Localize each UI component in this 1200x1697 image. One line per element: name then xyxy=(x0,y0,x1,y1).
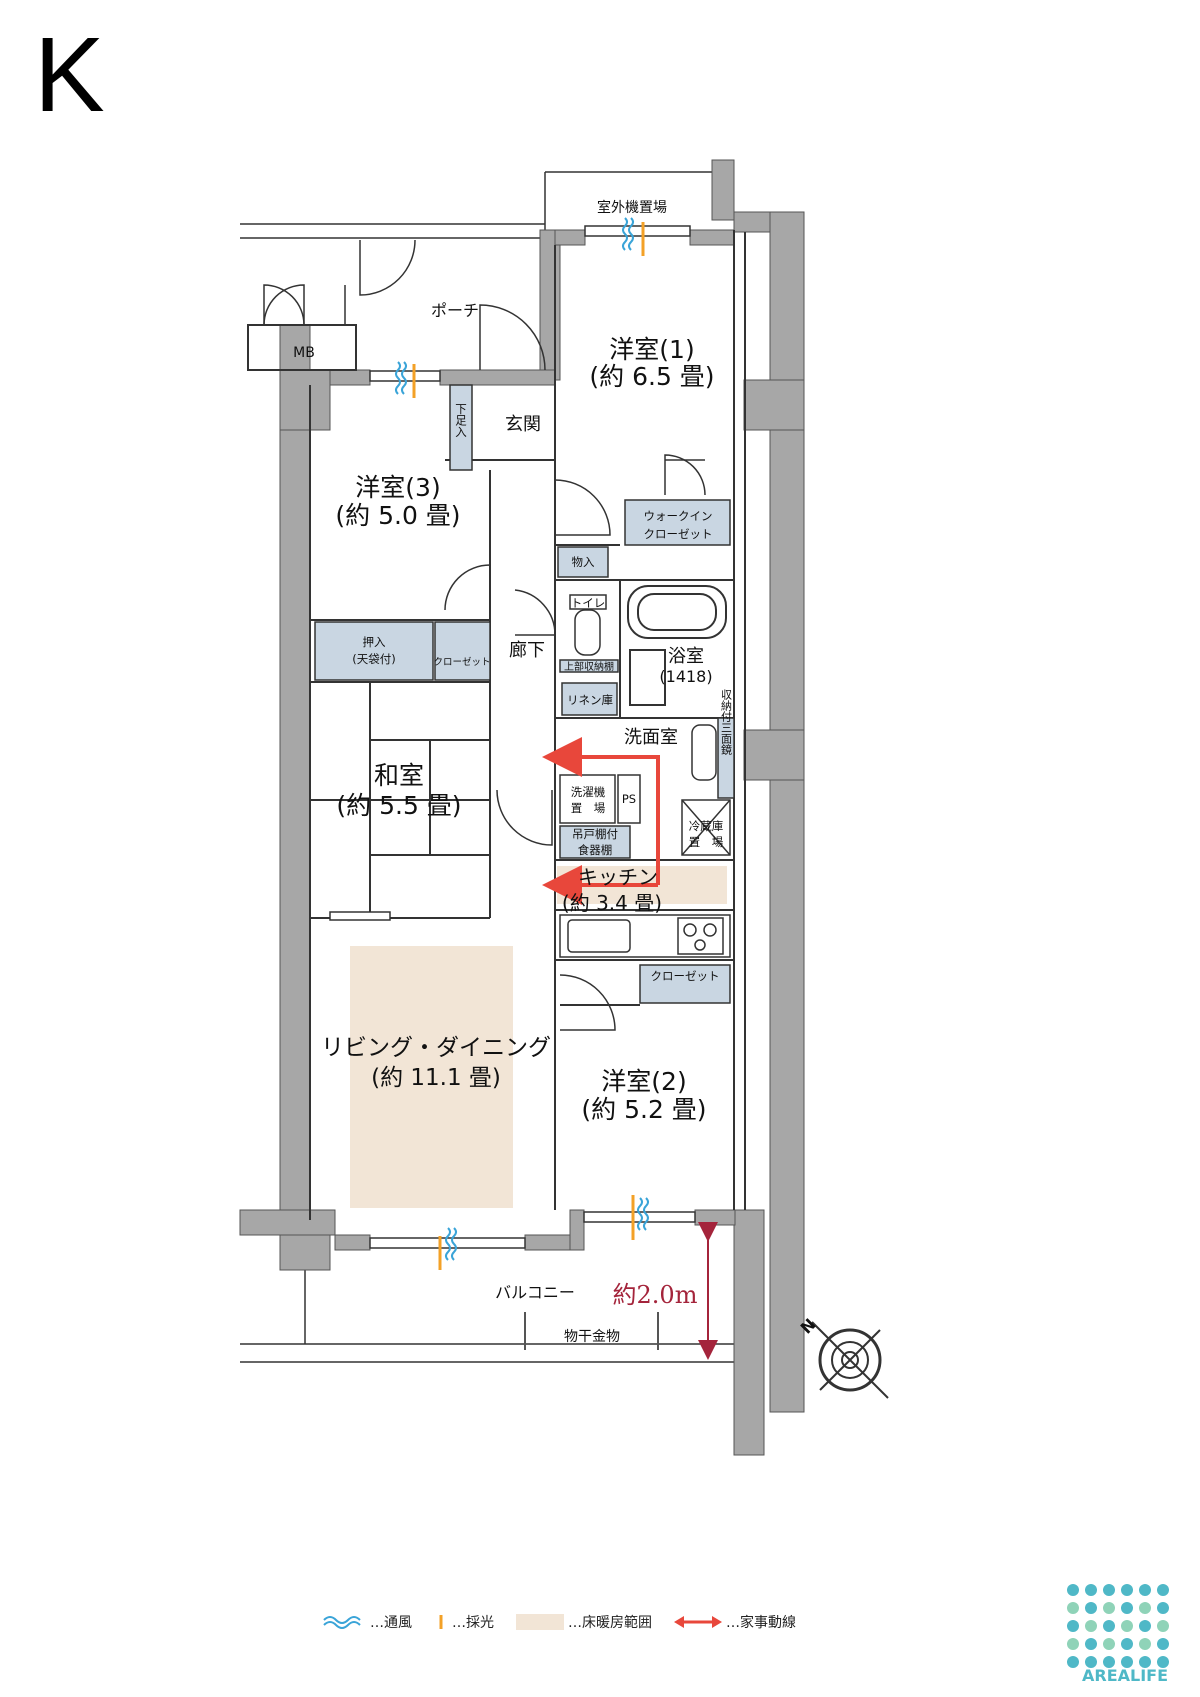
oshiire-label-2: (天袋付) xyxy=(352,652,395,666)
outdoor-unit-label: 室外機置場 xyxy=(597,199,667,216)
hallway-label: 廊下 xyxy=(509,640,545,661)
legend: …通風 …採光 …床暖房範囲 …家事動線 xyxy=(322,1612,796,1632)
entrance-label: 玄関 xyxy=(505,414,541,435)
corridor-rail xyxy=(240,171,740,1363)
western2-size: (約 5.2 畳) xyxy=(581,1095,706,1124)
balcony-label: バルコニー xyxy=(495,1283,575,1302)
bath-name: 浴室 xyxy=(668,646,704,667)
closet-japanese-label: クローゼット xyxy=(433,656,490,668)
fridge-label-2: 置 場 xyxy=(689,835,724,849)
toilet-shelf-label: 上部収納棚 xyxy=(564,660,614,673)
oshiire-label-1: 押入 xyxy=(363,635,386,649)
storage-label: 物入 xyxy=(572,555,595,569)
legend-housework: …家事動線 xyxy=(674,1612,796,1632)
kitchen-size: (約 3.4 畳) xyxy=(562,891,662,915)
closet2-label: クローゼット xyxy=(651,969,720,983)
cupboard-label-2: 食器棚 xyxy=(578,843,613,857)
walkin-label-2: クローゼット xyxy=(644,527,713,541)
legend-floor-heating-text: …床暖房範囲 xyxy=(568,1615,652,1631)
legend-housework-text: …家事動線 xyxy=(726,1615,796,1631)
clothes-rack-label: 物干金物 xyxy=(564,1329,620,1345)
ps-label: PS xyxy=(622,792,636,806)
legend-lighting: …採光 xyxy=(434,1612,494,1632)
washbasin xyxy=(691,724,717,781)
toilet-fixture xyxy=(569,594,607,656)
japanese-size: (約 5.5 畳) xyxy=(336,791,461,820)
western1-size: (約 6.5 畳) xyxy=(589,362,714,391)
light-icon xyxy=(439,1615,443,1629)
shoe-box-label: 下足入 xyxy=(454,403,468,438)
lighting-marks xyxy=(412,222,645,1270)
plan-type-label: K xyxy=(34,16,105,134)
toilet-label: トイレ xyxy=(571,596,606,610)
legend-lighting-text: …採光 xyxy=(452,1615,494,1631)
kitchen-name: キッチン xyxy=(578,865,658,889)
wave-icon xyxy=(323,1616,361,1629)
floor-heating-living xyxy=(350,946,513,1208)
doors xyxy=(263,239,706,1031)
mb-label: MB xyxy=(293,345,315,361)
legend-ventilation-text: …通風 xyxy=(370,1615,412,1631)
washer-label-2: 置 場 xyxy=(571,801,606,815)
balcony-depth: 約2.0m xyxy=(613,1281,698,1309)
western3-size: (約 5.0 畳) xyxy=(335,501,460,530)
legend-floor-heating: …床暖房範囲 xyxy=(516,1612,652,1632)
washer-label-1: 洗濯機 xyxy=(571,785,606,799)
western2-name: 洋室(2) xyxy=(601,1067,686,1096)
logo-text: AREALIFE xyxy=(1081,1666,1169,1685)
western3-name: 洋室(3) xyxy=(355,473,440,502)
storage-blocks xyxy=(314,384,735,1004)
vanity-label: 収納付三面鏡 xyxy=(720,689,733,756)
cupboard-label-1: 吊戸棚付 xyxy=(572,827,618,841)
living-name: リビング・ダイニング xyxy=(321,1035,551,1061)
walkin-label-1: ウォークイン xyxy=(644,509,713,523)
housework-route xyxy=(542,737,660,905)
bathtub xyxy=(627,585,727,706)
walls xyxy=(239,159,805,1456)
compass-icon xyxy=(811,1321,889,1399)
arealife-logo-icon xyxy=(1067,1584,1169,1668)
clothes-rack-posts xyxy=(524,1312,659,1350)
kitchen-counter xyxy=(559,914,731,958)
legend-ventilation: …通風 xyxy=(322,1612,412,1632)
porch-label: ポーチ xyxy=(431,301,479,320)
fridge-label-1: 冷蔵庫 xyxy=(689,819,724,833)
washroom-label: 洗面室 xyxy=(624,727,678,748)
living-size: (約 11.1 畳) xyxy=(371,1065,501,1091)
washer-area xyxy=(559,774,731,856)
japanese-name: 和室 xyxy=(374,761,424,790)
double-arrow-icon xyxy=(674,1616,722,1628)
western1-name: 洋室(1) xyxy=(609,335,694,364)
linen-label: リネン庫 xyxy=(567,693,613,707)
heating-swatch-icon xyxy=(516,1614,564,1630)
bath-size: (1418) xyxy=(659,667,712,686)
